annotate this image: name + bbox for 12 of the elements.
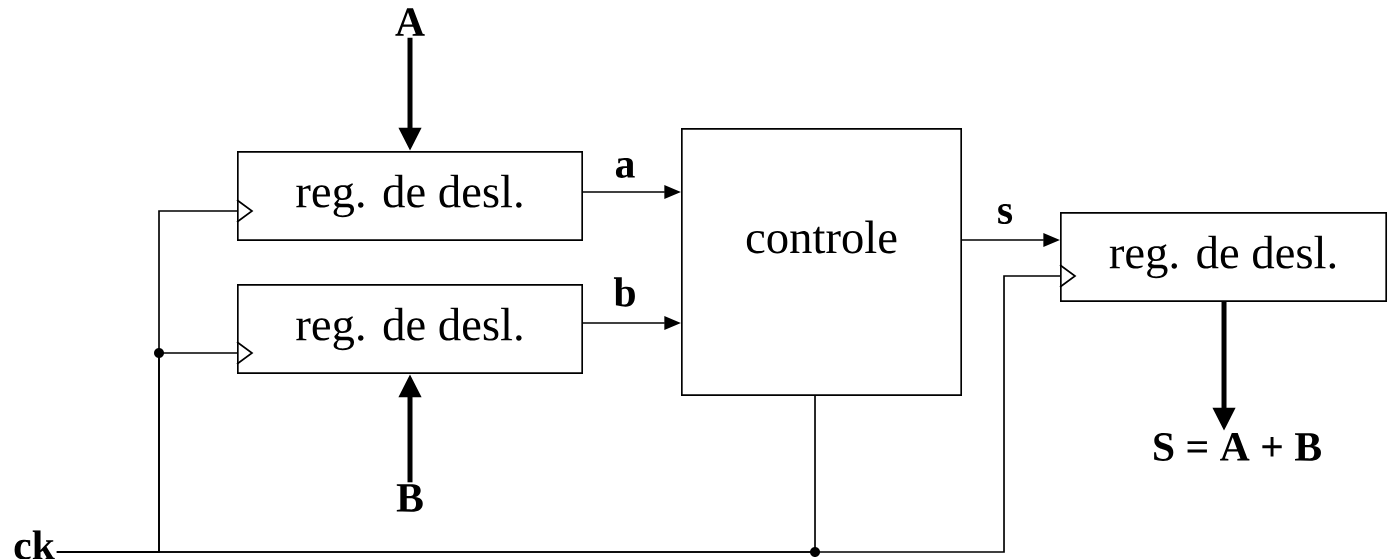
block-box: reg. de desl. xyxy=(237,151,583,241)
signal-label: A xyxy=(395,8,425,36)
block-box: controle xyxy=(681,128,962,396)
signal-label: B xyxy=(396,484,423,512)
edge-label: b xyxy=(611,275,639,309)
edge-label: s xyxy=(995,202,1015,226)
block-box: reg. de desl. xyxy=(237,284,583,374)
block-box: reg. de desl. xyxy=(1060,212,1387,302)
signal-label: S = A + B xyxy=(1154,433,1321,461)
wire xyxy=(56,395,816,553)
edge-label: a xyxy=(612,156,638,180)
signal-label: ck xyxy=(14,530,55,559)
